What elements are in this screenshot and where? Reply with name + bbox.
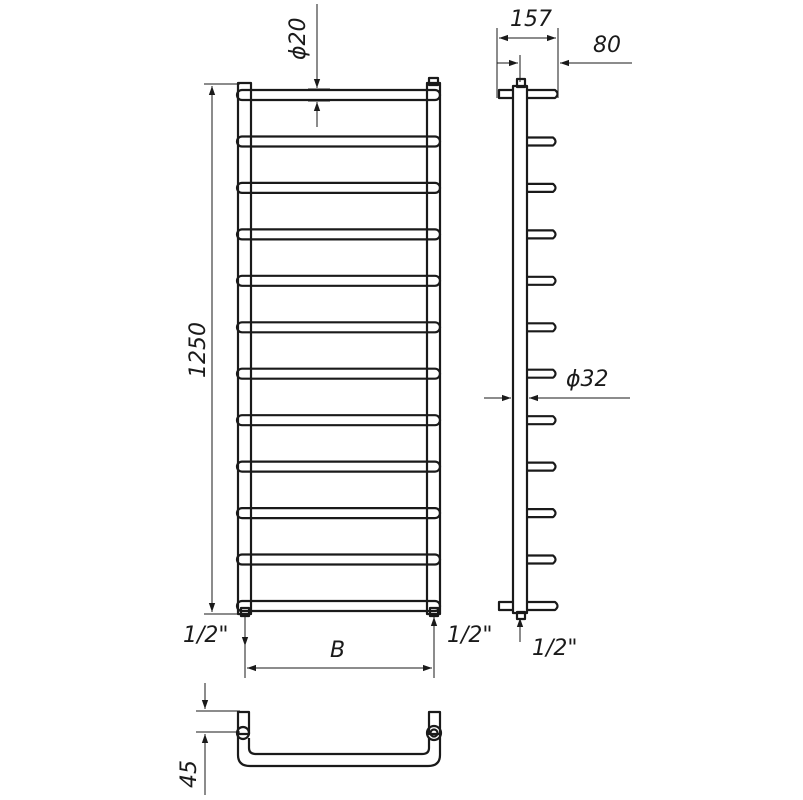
front-rung xyxy=(235,181,442,194)
bottom-depth-dimension: 45 xyxy=(177,683,240,795)
front-view xyxy=(235,76,442,618)
front-rung xyxy=(235,507,442,520)
side-view xyxy=(497,77,559,621)
front-rung xyxy=(235,367,442,380)
rung-diameter-label: ϕ20 xyxy=(286,17,311,60)
depth-dimension: 157 xyxy=(496,7,559,98)
front-rung xyxy=(235,321,442,334)
front-rungs xyxy=(235,88,442,613)
riser-diameter-dimension: ϕ32 xyxy=(484,367,630,402)
left-pipe-section xyxy=(235,725,251,741)
front-rung xyxy=(235,414,442,427)
bottom-u-tube xyxy=(236,733,442,768)
bottom-left-riser xyxy=(236,710,251,736)
right-connection: 1/2" xyxy=(430,617,493,648)
height-label: 1250 xyxy=(186,322,211,378)
side-rung xyxy=(527,136,557,147)
side-rung xyxy=(527,182,557,193)
side-rung xyxy=(527,368,557,379)
height-dimension: 1250 xyxy=(186,83,240,615)
rung-diameter-dimension: ϕ20 xyxy=(286,4,330,127)
right-connector-nut xyxy=(428,606,440,618)
riser-diameter-label: ϕ32 xyxy=(566,367,609,392)
front-rung xyxy=(235,599,442,613)
right-valve xyxy=(425,724,443,742)
bottom-right-riser xyxy=(427,710,442,736)
side-top-cap xyxy=(515,77,527,89)
bottom-depth-label: 45 xyxy=(177,760,202,788)
air-vent-bolt xyxy=(427,76,440,87)
side-rung xyxy=(527,229,557,240)
side-rung xyxy=(527,415,557,426)
side-rungs xyxy=(527,136,557,565)
depth-label: 157 xyxy=(510,7,552,32)
front-rung xyxy=(235,135,442,148)
left-connection: 1/2" xyxy=(183,617,249,648)
side-rung xyxy=(527,275,557,286)
width-label: B xyxy=(330,638,345,663)
front-rung xyxy=(235,460,442,473)
side-rung xyxy=(527,554,557,565)
bottom-view xyxy=(235,710,443,768)
side-top-rung xyxy=(497,88,559,100)
front-rung xyxy=(235,88,442,102)
side-connection: 1/2" xyxy=(516,618,578,661)
front-rung xyxy=(235,553,442,566)
side-riser xyxy=(511,84,529,615)
side-rung xyxy=(527,508,557,519)
right-riser xyxy=(425,81,442,616)
wall-offset-dimension: 80 xyxy=(497,33,632,82)
width-dimension: B xyxy=(244,616,435,678)
side-rung xyxy=(527,461,557,472)
side-connection-label: 1/2" xyxy=(532,636,578,661)
wall-offset-label: 80 xyxy=(593,33,621,58)
side-bottom-rung xyxy=(497,600,559,612)
left-riser xyxy=(236,81,253,616)
left-connection-label: 1/2" xyxy=(183,623,229,648)
side-rung xyxy=(527,322,557,333)
side-bottom-cap xyxy=(515,610,527,621)
front-rung xyxy=(235,228,442,241)
right-connection-label: 1/2" xyxy=(447,623,493,648)
front-rung xyxy=(235,274,442,287)
